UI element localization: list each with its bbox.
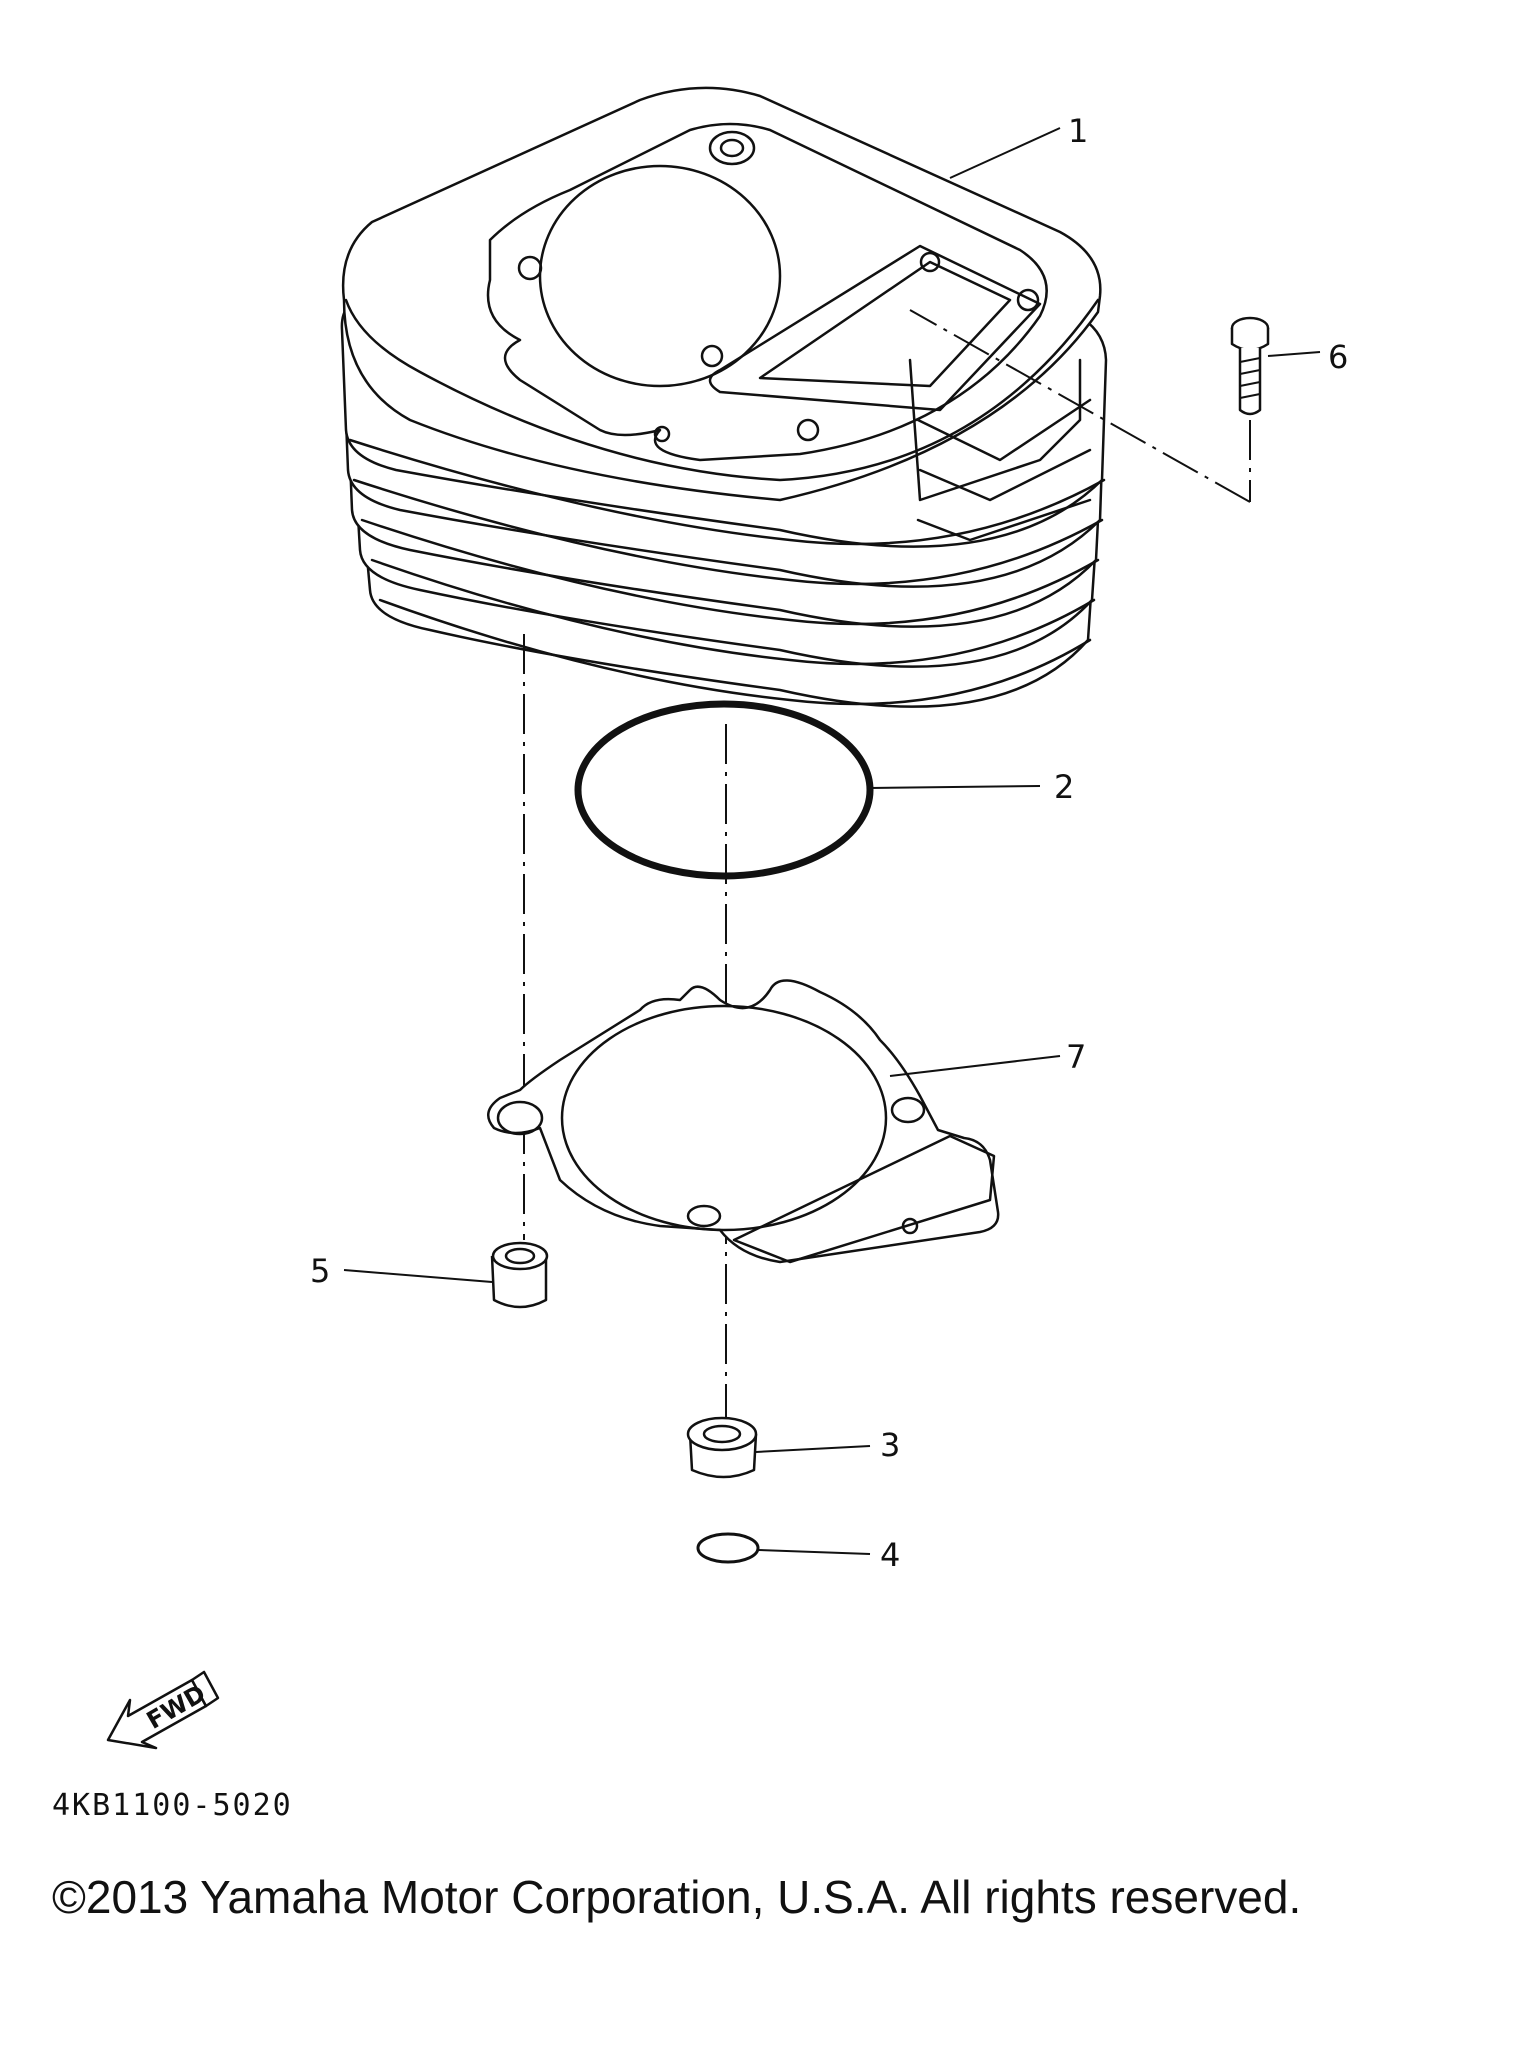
callout-1: 1 bbox=[1068, 112, 1088, 150]
copyright-notice: ©2013 Yamaha Motor Corporation, U.S.A. A… bbox=[52, 1871, 1302, 1923]
part-2-o-ring bbox=[574, 700, 874, 880]
callout-5: 5 bbox=[310, 1252, 330, 1290]
callout-4: 4 bbox=[880, 1536, 900, 1574]
fwd-arrow-icon: FWD bbox=[106, 1670, 220, 1750]
callout-2: 2 bbox=[1054, 768, 1074, 806]
part-4-small-o-ring bbox=[696, 1532, 760, 1564]
part-1-cylinder bbox=[340, 86, 1108, 708]
part-6-bolt bbox=[1230, 316, 1270, 416]
callout-6: 6 bbox=[1328, 338, 1348, 376]
part-number: 4KB1100-5020 bbox=[52, 1788, 293, 1823]
callout-7: 7 bbox=[1066, 1038, 1086, 1076]
part-7-base-gasket bbox=[487, 979, 1000, 1264]
callout-3: 3 bbox=[880, 1426, 900, 1464]
part-3-dowel-pin bbox=[686, 1416, 758, 1479]
part-5-dowel-pin bbox=[490, 1241, 549, 1309]
